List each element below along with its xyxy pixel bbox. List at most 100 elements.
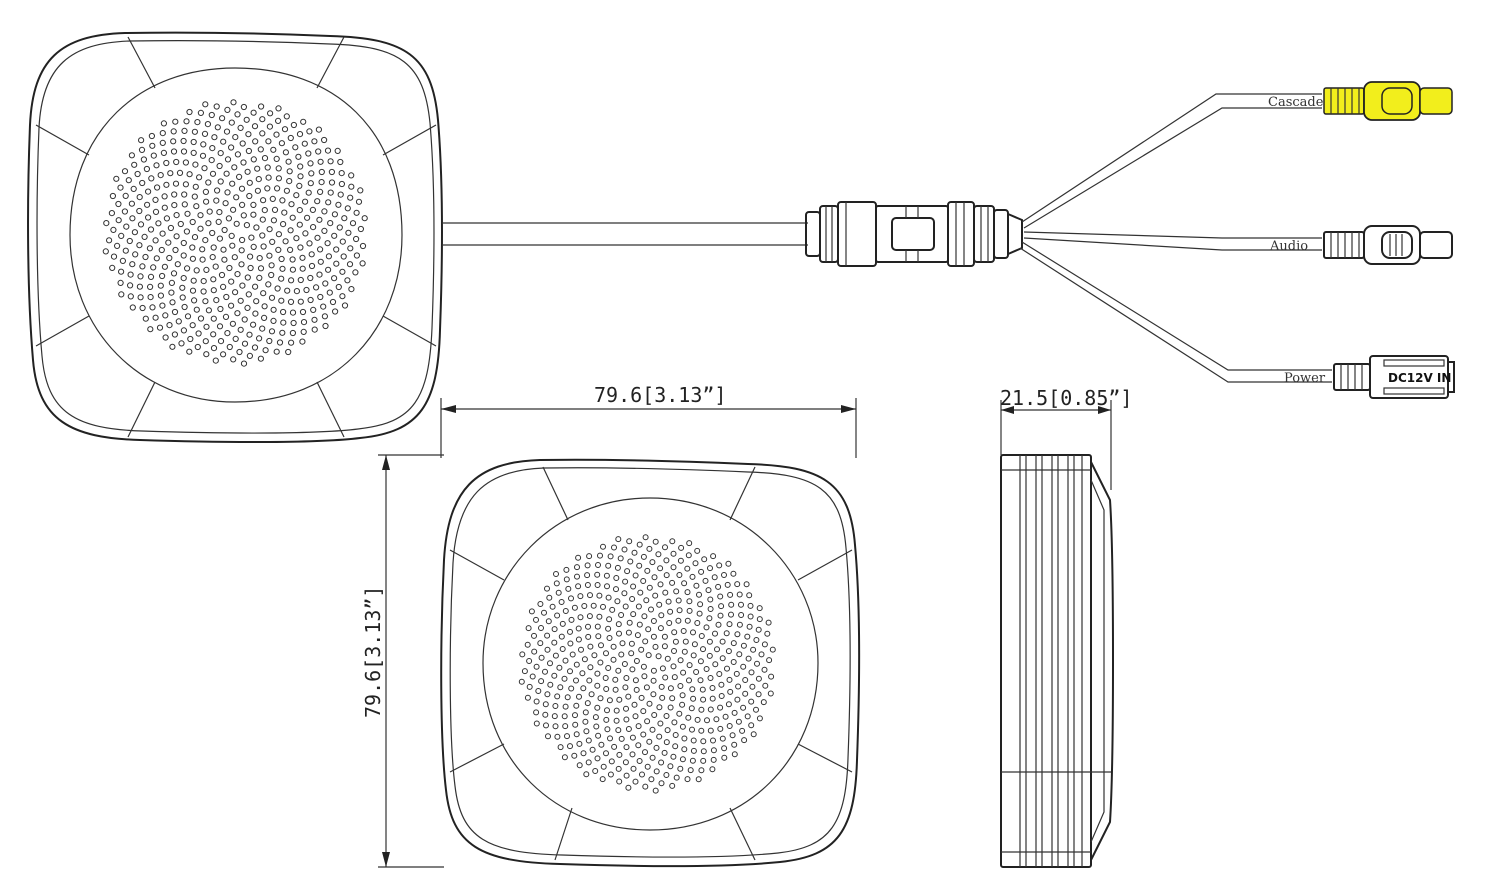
grille-hole [768,673,775,680]
grille-hole [270,146,277,153]
grille-hole [337,191,344,198]
grille-hole [168,279,175,286]
grille-hole [325,199,332,206]
grille-hole [210,244,217,251]
grille-hole [160,149,167,156]
grille-hole [709,695,716,702]
grille-hole [603,650,609,657]
grille-hole [671,629,678,636]
grille-hole [220,138,227,145]
grille-hole [718,693,725,699]
grille-hole [136,194,143,201]
grille-hole [139,263,146,270]
grille-hole [238,261,245,268]
grille-hole [736,621,743,628]
grille-hole [561,713,568,720]
grille-hole [719,735,726,742]
grille-hole [656,601,663,608]
grille-hole [537,640,544,647]
grille-hole [748,722,755,729]
grille-hole [310,306,317,313]
grille-hole [245,147,252,155]
grille-hole [226,343,233,351]
grille-hole [265,174,272,181]
grille-hole [152,237,159,244]
side-speaker-view [1000,454,1114,868]
grille-hole [614,598,621,605]
grille-hole [181,191,188,198]
grille-hole [544,632,551,639]
grille-hole [160,120,167,127]
grille-hole [613,586,619,593]
connector-collar-right [973,205,995,263]
grille-hole [145,214,152,221]
grille-hole [762,682,769,689]
grille-hole [547,681,554,688]
grille-hole [711,574,718,581]
grille-hole [541,609,547,616]
depth-dimension-label: 21.5[0.85”] [1000,386,1132,410]
grille-hole [233,194,240,201]
grille-hole [181,201,188,208]
grille-hole [340,253,347,260]
grille-hole [232,289,239,296]
grille-hole [719,655,726,662]
grille-hole [622,578,629,585]
grille-hole [275,105,282,112]
grille-hole [199,152,207,159]
grille-hole [657,625,664,632]
grille-hole [721,572,727,578]
grille-hole [706,652,713,659]
grille-hole [128,200,135,207]
grille-hole [608,758,615,765]
grille-hole [688,705,695,712]
grille-hole [226,264,233,272]
grille-hole [225,215,232,222]
grille-hole [228,144,235,151]
grille-hole [616,751,623,758]
grille-hole [755,626,762,633]
grille-hole [199,246,206,253]
grille-hole [545,733,551,740]
grille-hole [292,144,299,151]
grille-hole [646,584,653,591]
grille-hole [180,137,187,145]
grille-hole [297,173,304,180]
grille-hole [245,291,252,298]
grille-hole [559,620,566,627]
height-dimension: 79.6[3.13”] [361,454,444,868]
grille-hole [265,281,272,288]
grille-hole [220,246,227,253]
grille-hole [241,316,248,323]
grille-hole [250,201,257,208]
grille-hole [573,661,580,668]
grille-hole [716,671,723,677]
grille-hole [122,192,129,199]
grille-hole [156,324,164,331]
grille-hole [715,621,722,628]
grille-hole [170,128,177,135]
grille-hole [282,149,289,156]
grille-hole [690,695,697,702]
grille-hole [760,699,767,706]
grille-hole [269,238,276,245]
grille-hole [209,229,216,237]
width-dimension: 79.6[3.13”] [440,383,857,458]
grille-hole [706,615,713,622]
grille-hole [234,310,241,317]
grille-hole [604,707,610,714]
grille-hole [649,754,656,761]
grille-hole [211,134,218,141]
grille-hole [109,264,116,271]
grille-hole [159,272,166,280]
grille-hole [697,601,704,608]
grille-hole [237,297,244,304]
grille-hole [278,255,285,263]
grille-hole [675,617,682,624]
grille-hole [644,567,651,574]
grille-hole [649,726,656,733]
grille-hole [553,580,560,587]
depth-dimension: 21.5[0.85”] [1000,386,1132,490]
grille-hole [567,628,573,635]
grille-hole [147,294,154,301]
